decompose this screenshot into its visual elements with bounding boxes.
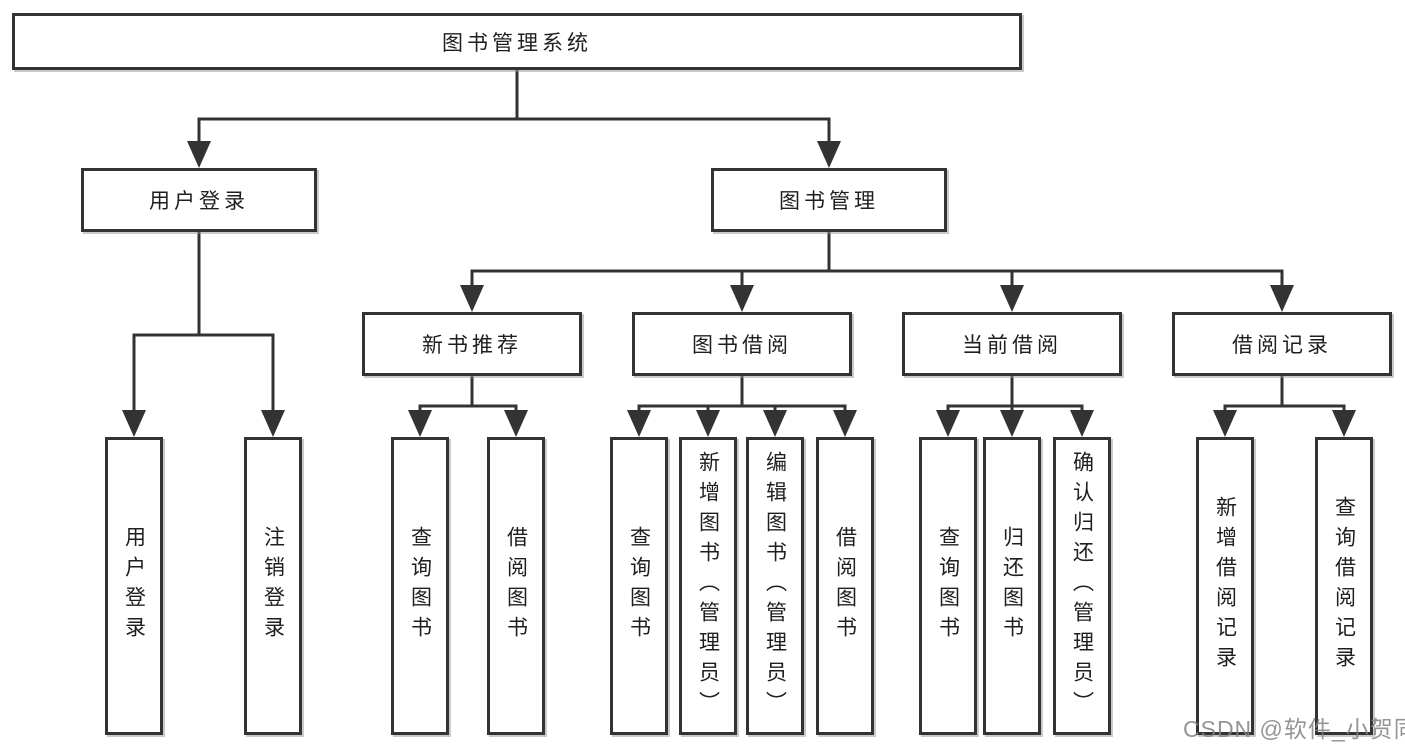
node-book-borrowing: 图书借阅: [632, 312, 852, 376]
arrowheads: [122, 141, 1356, 437]
leaf-query-books-recommend-label: 查询图书: [408, 526, 432, 646]
node-book-management: 图书管理: [711, 168, 947, 232]
leaf-confirm-return-admin-label: 确认归还（管理员）: [1070, 451, 1094, 721]
leaf-add-book-admin: 新增图书（管理员）: [679, 437, 737, 735]
leaf-borrow-books-borrowing-label: 借阅图书: [833, 526, 857, 646]
leaf-add-borrow-record-label: 新增借阅记录: [1213, 496, 1237, 676]
leaf-query-books-current-label: 查询图书: [936, 526, 960, 646]
leaf-query-borrow-record: 查询借阅记录: [1315, 437, 1373, 735]
node-library-management-system: 图书管理系统: [12, 13, 1022, 70]
leaf-query-borrow-record-label: 查询借阅记录: [1332, 496, 1356, 676]
leaf-user-login-label: 用户登录: [122, 526, 146, 646]
leaf-edit-book-admin: 编辑图书（管理员）: [746, 437, 804, 735]
leaf-borrow-books-recommend-label: 借阅图书: [504, 526, 528, 646]
leaf-user-login: 用户登录: [105, 437, 163, 735]
leaf-query-books-borrowing: 查询图书: [610, 437, 668, 735]
leaf-edit-book-admin-label: 编辑图书（管理员）: [763, 451, 787, 721]
leaf-logout-login: 注销登录: [244, 437, 302, 735]
node-current-borrowing: 当前借阅: [902, 312, 1122, 376]
node-borrowing-records: 借阅记录: [1172, 312, 1392, 376]
leaf-add-borrow-record: 新增借阅记录: [1196, 437, 1254, 735]
leaf-return-book-label: 归还图书: [1000, 526, 1024, 646]
node-new-book-recommendation: 新书推荐: [362, 312, 582, 376]
leaf-borrow-books-borrowing: 借阅图书: [816, 437, 874, 735]
leaf-confirm-return-admin: 确认归还（管理员）: [1053, 437, 1111, 735]
leaf-borrow-books-recommend: 借阅图书: [487, 437, 545, 735]
leaf-logout-login-label: 注销登录: [261, 526, 285, 646]
leaf-add-book-admin-label: 新增图书（管理员）: [696, 451, 720, 721]
leaf-query-books-current: 查询图书: [919, 437, 977, 735]
watermark: CSDN @软件_小贺同学: [1183, 716, 1405, 742]
leaf-query-books-recommend: 查询图书: [391, 437, 449, 735]
leaf-return-book: 归还图书: [983, 437, 1041, 735]
node-user-login-branch: 用户登录: [81, 168, 317, 232]
leaf-query-books-borrowing-label: 查询图书: [627, 526, 651, 646]
